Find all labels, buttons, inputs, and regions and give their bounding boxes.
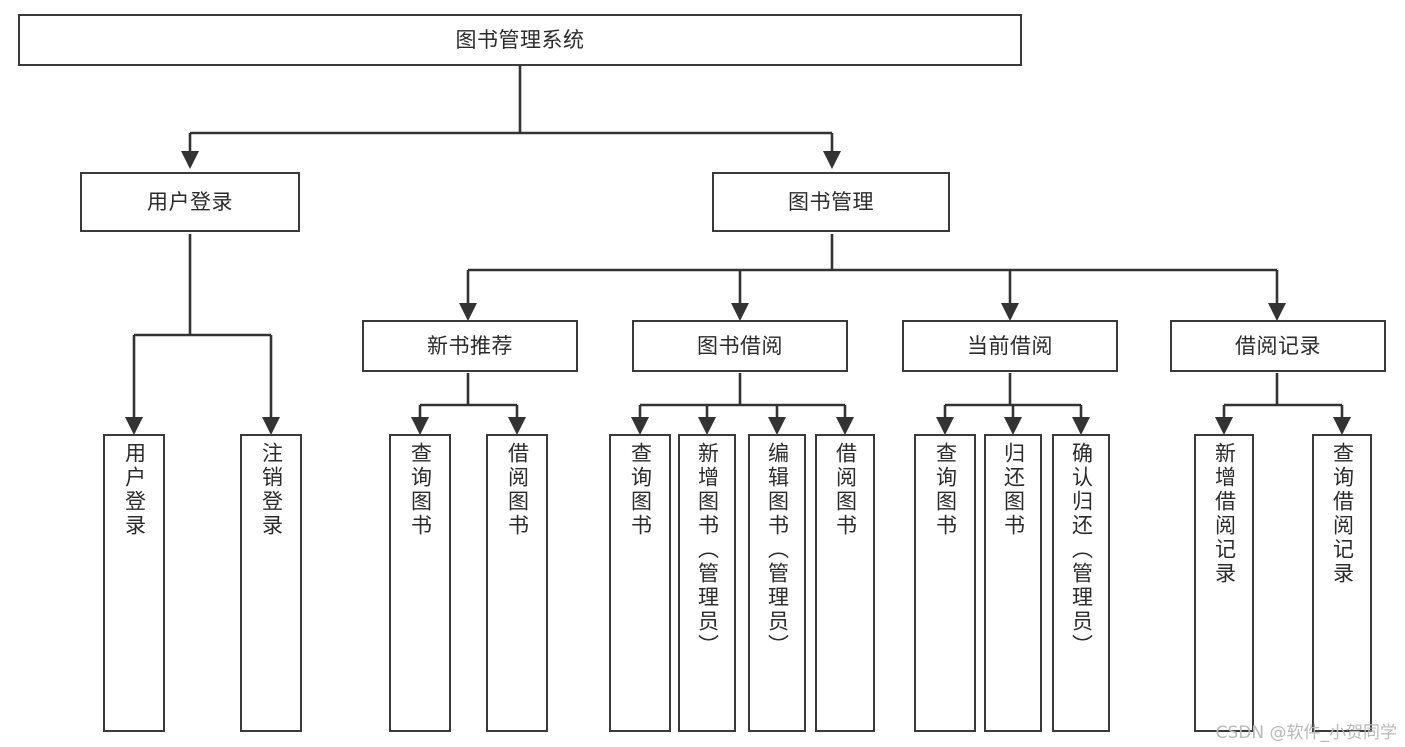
leaf-query-book-3-label: 查询图书 [933, 442, 958, 538]
node-root-label: 图书管理系统 [455, 27, 585, 52]
leaf-return-book-label: 归还图书 [1001, 442, 1026, 538]
leaf-query-borrow-record[interactable]: 查询借阅记录 [1312, 434, 1372, 732]
node-book-borrow[interactable]: 图书借阅 [632, 320, 848, 372]
leaf-add-book-label: 新增图书（管理员） [695, 442, 720, 658]
node-borrow-record[interactable]: 借阅记录 [1170, 320, 1386, 372]
leaf-user-login-label: 用户登录 [122, 442, 147, 538]
node-user-login-label: 用户登录 [147, 189, 233, 214]
node-new-book-recommend[interactable]: 新书推荐 [362, 320, 578, 372]
leaf-confirm-return-label: 确认归还（管理员） [1069, 442, 1094, 658]
node-book-manage[interactable]: 图书管理 [712, 172, 950, 232]
leaf-return-book[interactable]: 归还图书 [984, 434, 1042, 732]
leaf-query-book-2[interactable]: 查询图书 [609, 434, 671, 732]
node-current-borrow[interactable]: 当前借阅 [902, 320, 1118, 372]
leaf-borrow-book-1-label: 借阅图书 [505, 442, 530, 538]
node-user-login[interactable]: 用户登录 [80, 172, 300, 232]
leaf-borrow-book-2[interactable]: 借阅图书 [815, 434, 875, 732]
leaf-borrow-book-2-label: 借阅图书 [833, 442, 858, 538]
leaf-logout[interactable]: 注销登录 [240, 434, 302, 732]
leaf-logout-label: 注销登录 [259, 442, 284, 538]
node-book-borrow-label: 图书借阅 [697, 333, 783, 358]
leaf-add-borrow-record-label: 新增借阅记录 [1212, 442, 1237, 586]
node-borrow-record-label: 借阅记录 [1235, 333, 1321, 358]
node-new-book-recommend-label: 新书推荐 [427, 333, 513, 358]
leaf-add-borrow-record[interactable]: 新增借阅记录 [1194, 434, 1254, 732]
leaf-confirm-return[interactable]: 确认归还（管理员） [1052, 434, 1110, 732]
leaf-borrow-book-1[interactable]: 借阅图书 [486, 434, 548, 732]
leaf-query-book-2-label: 查询图书 [628, 442, 653, 538]
leaf-query-book-1-label: 查询图书 [408, 442, 433, 538]
leaf-add-book[interactable]: 新增图书（管理员） [678, 434, 736, 732]
leaf-query-book-1[interactable]: 查询图书 [389, 434, 451, 732]
leaf-query-book-3[interactable]: 查询图书 [914, 434, 976, 732]
leaf-user-login[interactable]: 用户登录 [103, 434, 165, 732]
leaf-edit-book[interactable]: 编辑图书（管理员） [748, 434, 806, 732]
csdn-watermark: CSDN @软件_小贺同学 [1215, 723, 1397, 743]
node-book-manage-label: 图书管理 [788, 189, 874, 214]
leaf-query-borrow-record-label: 查询借阅记录 [1330, 442, 1355, 586]
node-current-borrow-label: 当前借阅 [967, 333, 1053, 358]
leaf-edit-book-label: 编辑图书（管理员） [765, 442, 790, 658]
node-root[interactable]: 图书管理系统 [18, 14, 1022, 66]
